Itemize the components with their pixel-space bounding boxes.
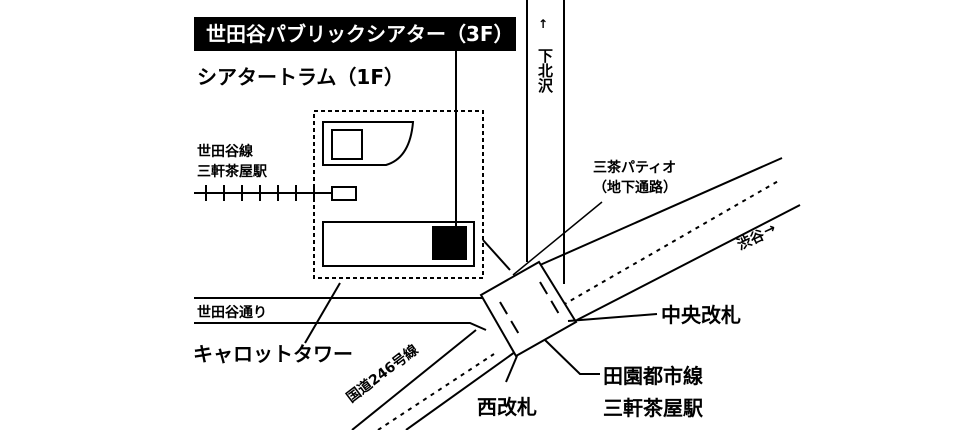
setagaya-line-ties xyxy=(205,185,315,201)
theater-tram-building xyxy=(322,121,415,166)
theater-tram-box xyxy=(331,129,363,160)
route246-lower-edge xyxy=(351,329,477,430)
setagaya-station-label: 三軒茶屋駅 xyxy=(197,163,268,180)
carrot-tower-building xyxy=(322,221,475,267)
route246-right-edge xyxy=(576,204,801,321)
shimokitazawa-label: 下北沢 xyxy=(536,48,554,94)
setagaya-line-station xyxy=(331,186,357,201)
public-theater-label: 世田谷パブリックシアター（3F） xyxy=(194,17,516,51)
central-gate-leader xyxy=(567,313,658,322)
sangenjaya-station-label: 三軒茶屋駅 xyxy=(603,396,703,420)
carrot-tower-leader xyxy=(304,282,341,344)
denentoshi-line-label: 田園都市線 xyxy=(603,364,703,388)
route246-label: 国道246号線 xyxy=(343,341,421,406)
setagaya-dori-label: 世田谷通り xyxy=(197,304,267,321)
patio-label-line2: （地下通路） xyxy=(593,179,677,196)
west-gate-leader xyxy=(505,355,518,383)
setagaya-dori-lower-edge xyxy=(194,322,487,331)
patio-label-line1: 三茶パティオ xyxy=(593,159,676,176)
central-gate-label: 中央改札 xyxy=(661,303,741,327)
denentoshi-leader xyxy=(544,339,600,375)
sangenjaya-station-building xyxy=(479,260,578,358)
shimokitazawa-arrow: ↑ xyxy=(538,17,548,31)
theater-tram-label: シアタートラム（1F） xyxy=(197,65,404,89)
route246-upper-edge xyxy=(539,157,783,266)
patio-leader xyxy=(512,201,603,276)
patio-stub xyxy=(482,239,511,271)
denentoshi-line-upper xyxy=(562,179,781,306)
station-gate-divider-left xyxy=(499,301,521,337)
route246-lower-edge-2 xyxy=(405,351,516,430)
carrot-tower-label: キャロットタワー xyxy=(193,342,353,366)
station-gate-divider-right xyxy=(539,281,560,315)
setagaya-line-label: 世田谷線 xyxy=(197,143,253,160)
west-gate-label: 西改札 xyxy=(477,395,537,419)
theater-marker xyxy=(432,226,467,260)
